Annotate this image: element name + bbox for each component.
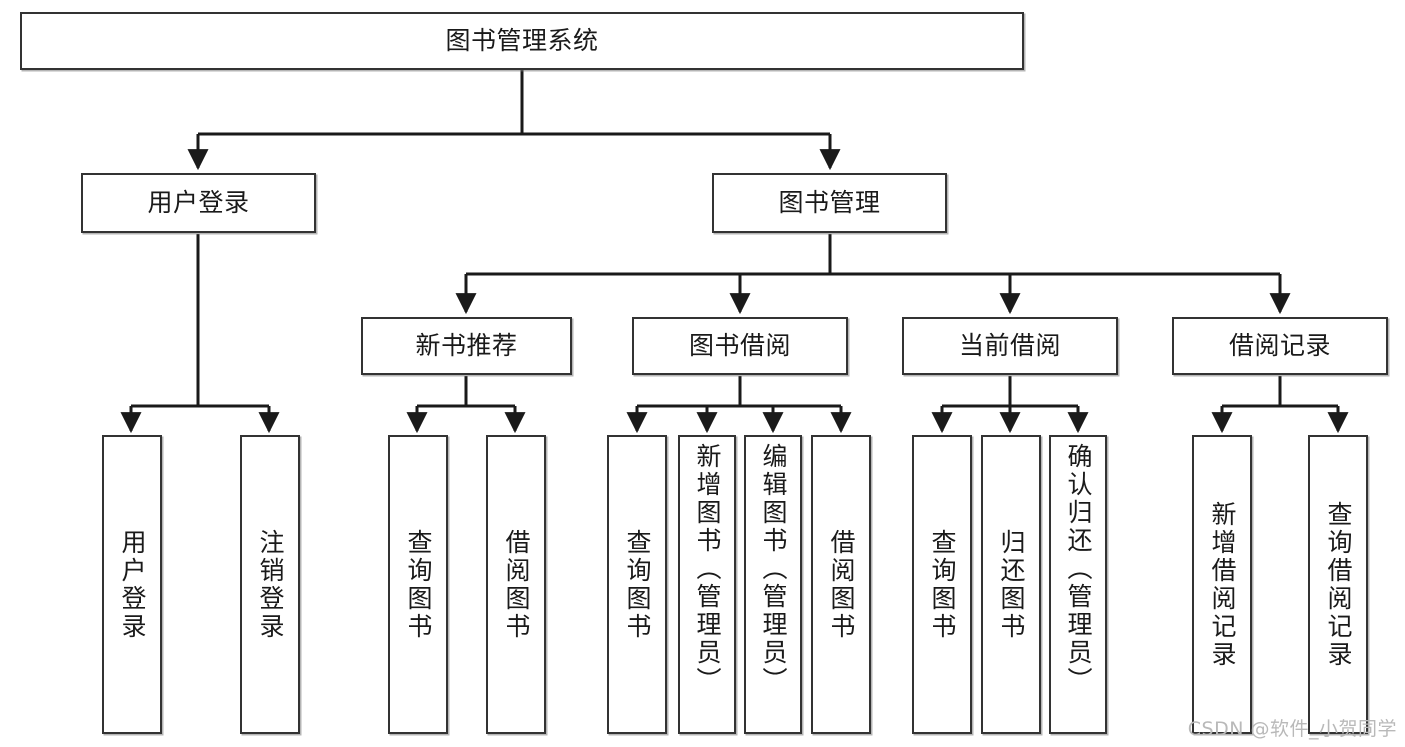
node-leaf-add-borrow-record[interactable]: 新增借阅记录 xyxy=(1192,435,1252,734)
node-leaf-borrow-book-2-label: 借阅图书 xyxy=(827,528,856,641)
node-book-management[interactable]: 图书管理 xyxy=(712,173,947,233)
node-root[interactable]: 图书管理系统 xyxy=(20,12,1024,70)
node-leaf-borrow-book-1-label: 借阅图书 xyxy=(502,528,531,641)
node-borrow-record-label: 借阅记录 xyxy=(1228,331,1331,361)
node-new-book-recommend[interactable]: 新书推荐 xyxy=(361,317,572,375)
node-book-borrow[interactable]: 图书借阅 xyxy=(632,317,848,375)
node-leaf-query-borrow-record-label: 查询借阅记录 xyxy=(1324,500,1353,669)
node-current-borrow-label: 当前借阅 xyxy=(958,331,1061,361)
node-user-login-label: 用户登录 xyxy=(147,188,250,218)
node-leaf-logout-login[interactable]: 注销登录 xyxy=(240,435,300,734)
csdn-watermark: CSDN @软件_小贺同学 xyxy=(1187,718,1397,740)
node-borrow-record[interactable]: 借阅记录 xyxy=(1172,317,1388,375)
node-book-management-label: 图书管理 xyxy=(778,188,881,218)
node-leaf-confirm-return[interactable]: 确认归还（管理员） xyxy=(1049,435,1107,734)
node-new-book-recommend-label: 新书推荐 xyxy=(415,331,518,361)
node-leaf-query-book-1[interactable]: 查询图书 xyxy=(388,435,448,734)
node-leaf-add-book-label: 新增图书（管理员） xyxy=(693,443,722,695)
node-leaf-query-borrow-record[interactable]: 查询借阅记录 xyxy=(1308,435,1368,734)
node-leaf-query-book-2-label: 查询图书 xyxy=(623,528,652,641)
node-leaf-user-login-label: 用户登录 xyxy=(118,528,147,641)
node-leaf-user-login[interactable]: 用户登录 xyxy=(102,435,162,734)
node-leaf-add-book[interactable]: 新增图书（管理员） xyxy=(678,435,736,734)
node-leaf-edit-book[interactable]: 编辑图书（管理员） xyxy=(744,435,802,734)
node-leaf-query-book-2[interactable]: 查询图书 xyxy=(607,435,667,734)
node-leaf-query-book-3[interactable]: 查询图书 xyxy=(912,435,972,734)
node-root-label: 图书管理系统 xyxy=(445,26,599,56)
node-book-borrow-label: 图书借阅 xyxy=(688,331,791,361)
node-leaf-confirm-return-label: 确认归还（管理员） xyxy=(1064,443,1093,695)
node-leaf-add-borrow-record-label: 新增借阅记录 xyxy=(1208,500,1237,669)
node-leaf-return-book-label: 归还图书 xyxy=(997,528,1026,641)
node-leaf-borrow-book-1[interactable]: 借阅图书 xyxy=(486,435,546,734)
node-leaf-edit-book-label: 编辑图书（管理员） xyxy=(759,443,788,695)
node-leaf-borrow-book-2[interactable]: 借阅图书 xyxy=(811,435,871,734)
node-leaf-query-book-1-label: 查询图书 xyxy=(404,528,433,641)
node-current-borrow[interactable]: 当前借阅 xyxy=(902,317,1118,375)
node-user-login[interactable]: 用户登录 xyxy=(81,173,316,233)
node-leaf-logout-login-label: 注销登录 xyxy=(256,528,285,641)
node-leaf-query-book-3-label: 查询图书 xyxy=(928,528,957,641)
node-leaf-return-book[interactable]: 归还图书 xyxy=(981,435,1041,734)
